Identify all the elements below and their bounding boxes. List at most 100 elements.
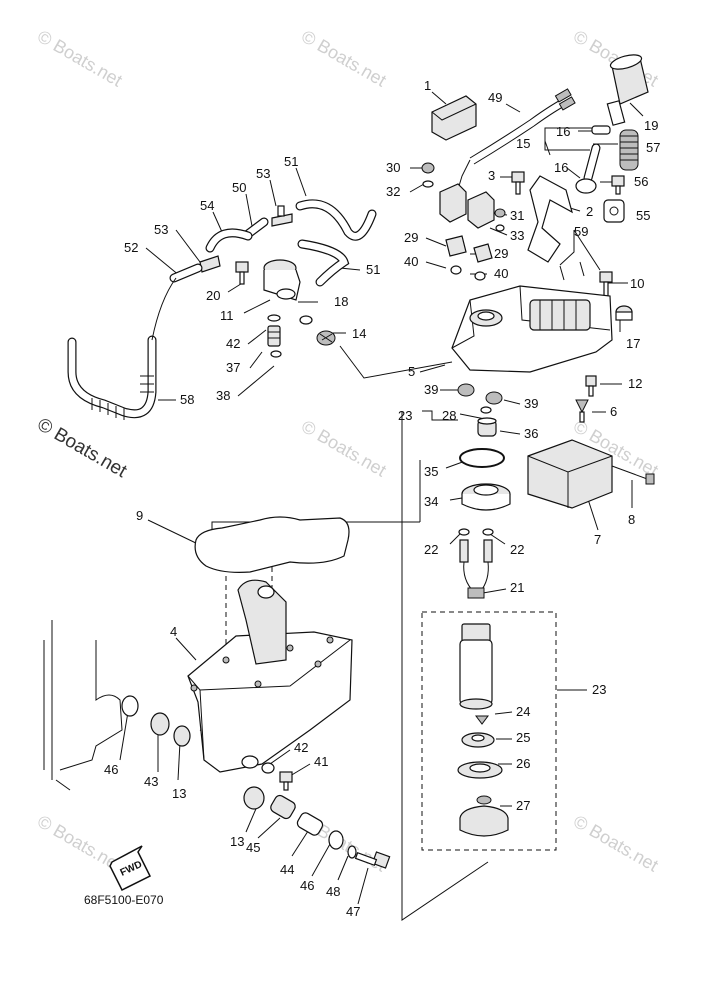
callout-3: 3 [488, 168, 495, 183]
part-filter-14 [316, 330, 336, 346]
callout-50: 50 [232, 180, 246, 195]
callout-2: 2 [586, 204, 593, 219]
callout-18: 18 [334, 294, 348, 309]
callout-52: 52 [124, 240, 138, 255]
callout-51: 51 [366, 262, 380, 277]
callout-32: 32 [386, 184, 400, 199]
callout-46: 46 [104, 762, 118, 777]
callout-42: 42 [226, 336, 240, 351]
part-washer-48 [347, 845, 357, 859]
part-washer-46b [328, 830, 344, 850]
callout-38: 38 [216, 388, 230, 403]
part-sleeve-44 [296, 812, 324, 836]
callout-20: 20 [206, 288, 220, 303]
part-oring-22 [482, 528, 494, 536]
callout-53: 53 [154, 222, 168, 237]
callout-16: 16 [554, 160, 568, 175]
callout-33: 33 [510, 228, 524, 243]
callout-40: 40 [404, 254, 418, 269]
callout-21: 21 [510, 580, 524, 595]
part-oring-38 [270, 350, 282, 358]
callout-19: 19 [644, 118, 658, 133]
part-washer-32 [422, 180, 434, 188]
part-oring-40 [450, 265, 462, 275]
part-engine-outline [43, 620, 123, 791]
part-bolt-47 [354, 851, 391, 869]
callout-59: 59 [574, 224, 588, 239]
callout-58: 58 [180, 392, 194, 407]
parts: FWD [43, 54, 655, 892]
part-seal-43 [150, 712, 170, 736]
part-washer-33 [495, 224, 505, 232]
callout-22: 22 [510, 542, 524, 557]
callout-46: 46 [300, 878, 314, 893]
part-holder-34 [461, 483, 511, 511]
callout-35: 35 [424, 464, 438, 479]
callout-42: 42 [294, 740, 308, 755]
callout-5: 5 [408, 364, 415, 379]
callout-12: 12 [628, 376, 642, 391]
part-fuel-pump-23 [459, 623, 493, 710]
part-bolt-41 [279, 771, 293, 791]
part-pins-59 [559, 261, 585, 281]
callout-49: 49 [488, 90, 502, 105]
part-vapor-separator-5 [451, 285, 613, 373]
part-tee-53b [199, 255, 221, 273]
watermark: © Boats.net [298, 416, 390, 480]
part-cap-17 [615, 305, 633, 321]
callout-29: 29 [494, 246, 508, 261]
callout-40: 40 [494, 266, 508, 281]
callout-29: 29 [404, 230, 418, 245]
part-hose-58 [67, 335, 157, 419]
part-nut-30 [421, 162, 435, 174]
callout-24: 24 [516, 704, 530, 719]
part-bolt-56 [611, 175, 625, 195]
callout-54: 54 [200, 198, 214, 213]
callout-39: 39 [424, 382, 438, 397]
part-module-7 [527, 439, 655, 509]
part-separator-tank-4 [187, 579, 353, 773]
diagram-code: 68F5100-E070 [84, 893, 164, 907]
callout-30: 30 [386, 160, 400, 175]
callout-10: 10 [630, 276, 644, 291]
part-oring-22 [458, 528, 470, 536]
callout-23: 23 [398, 408, 412, 423]
callout-51: 51 [284, 154, 298, 169]
callout-13: 13 [230, 834, 244, 849]
callout-31: 31 [510, 208, 524, 223]
callout-41: 41 [314, 754, 328, 769]
callout-15: 15 [516, 136, 530, 151]
callout-8: 8 [628, 512, 635, 527]
callout-45: 45 [246, 840, 260, 855]
part-26 [457, 761, 503, 779]
callout-4: 4 [170, 624, 177, 639]
part-grommet-39 [485, 391, 503, 405]
watermark: © Boats.net [570, 811, 662, 875]
part-bolt-12 [585, 375, 597, 397]
part-harness-49 [455, 88, 576, 197]
part-sensor-cluster [439, 183, 495, 229]
part-grommet-13 [173, 725, 191, 747]
part-pump-11 [263, 259, 301, 301]
callout-22: 22 [424, 542, 438, 557]
callout-37: 37 [226, 360, 240, 375]
callout-11: 11 [220, 308, 234, 323]
part-spring-57 [619, 129, 639, 171]
callout-47: 47 [346, 904, 360, 919]
part-connector-29 [445, 235, 467, 257]
part-washer-42 [267, 314, 281, 322]
callout-16: 16 [556, 124, 570, 139]
callout-numbers: 1 49 19 16 15 57 16 30 3 56 32 2 55 31 3… [104, 78, 660, 919]
callout-1: 1 [424, 78, 431, 93]
callout-9: 9 [136, 508, 143, 523]
watermark-large: © Boats.net [34, 414, 131, 482]
part-clamp-55 [603, 199, 625, 223]
part-connector-29 [473, 243, 493, 263]
callout-28: 28 [442, 408, 456, 423]
callout-48: 48 [326, 884, 340, 899]
callout-27: 27 [516, 798, 530, 813]
part-fitting-37 [267, 325, 281, 347]
part-oring-40 [474, 271, 486, 281]
callout-26: 26 [516, 756, 530, 771]
callout-7: 7 [594, 532, 601, 547]
